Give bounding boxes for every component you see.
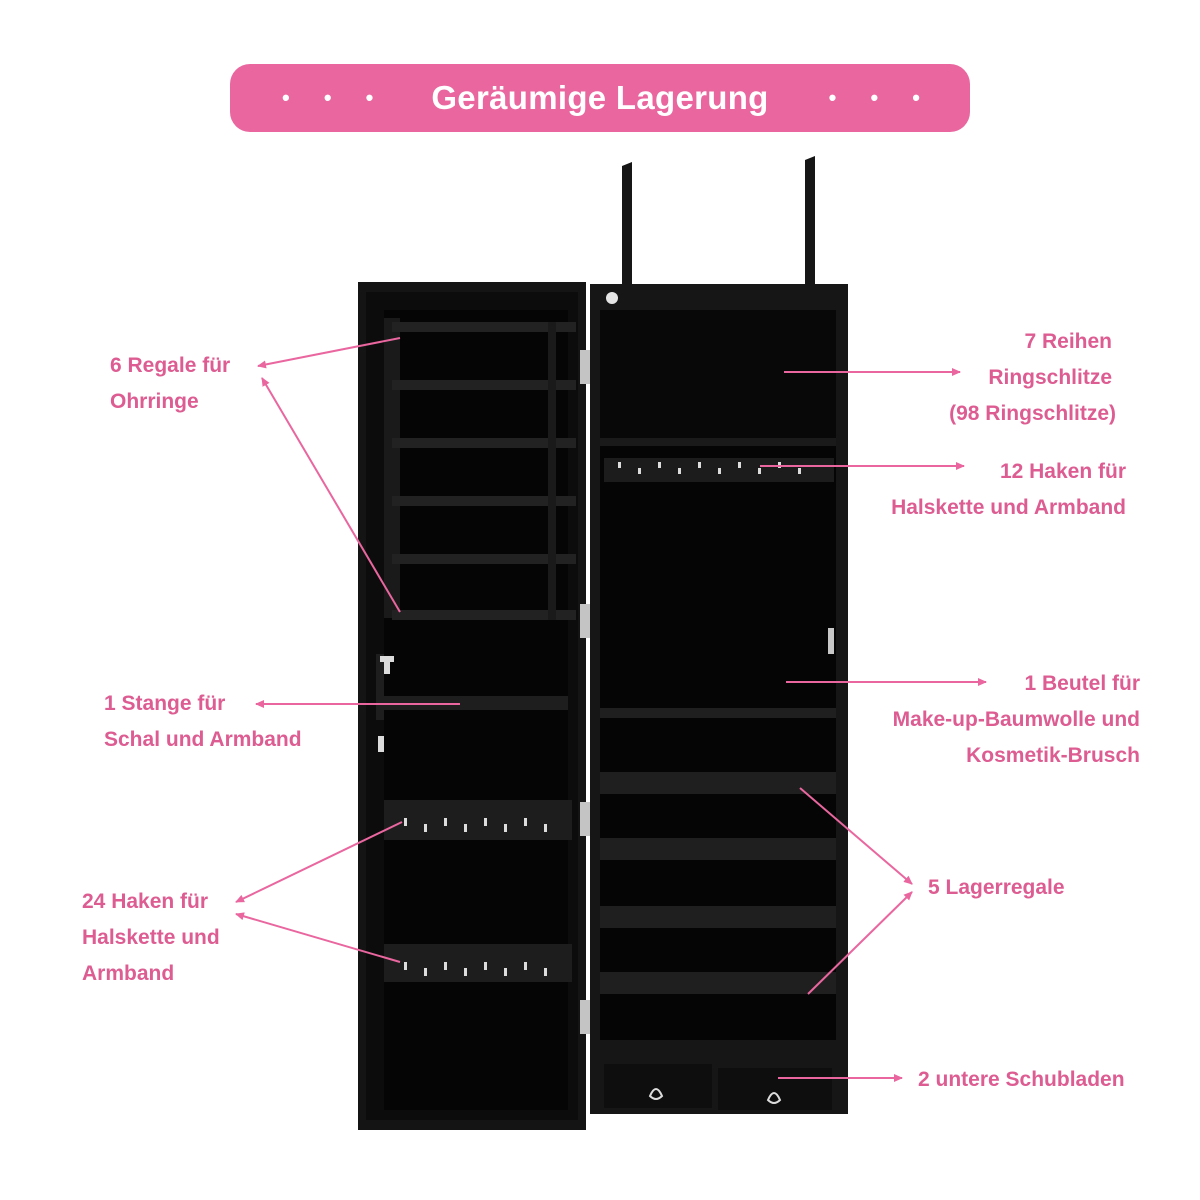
label-line: 1 Stange für (104, 692, 226, 715)
lock-icon (376, 654, 384, 720)
label-line: Halskette und (82, 926, 220, 949)
label-pouch: 1 Beutel für Make-up-Baumwolle und Kosme… (846, 666, 1140, 774)
label-line: 6 Regale für (110, 354, 231, 377)
label-line: Make-up-Baumwolle und (892, 708, 1140, 731)
drawers (600, 1040, 836, 1110)
label-line: Schal und Armband (104, 728, 302, 751)
label-line: Ringschlitze (988, 366, 1112, 389)
banner-dots-left: • • • (282, 85, 388, 110)
hook-bar-upper (384, 800, 572, 840)
label-line: 7 Reihen (1024, 330, 1112, 353)
door-hooks (622, 156, 815, 292)
earring-shelves (392, 322, 576, 620)
drawer-pull-icon (766, 1092, 782, 1104)
title-banner: • • • Geräumige Lagerung • • • (230, 64, 970, 132)
drawer-pull-icon (648, 1088, 664, 1100)
label-line: Armband (82, 962, 175, 985)
storage-shelves (600, 708, 836, 994)
label-line: (98 Ringschlitze) (949, 402, 1116, 425)
cabinet-door (358, 282, 586, 1130)
label-line: Kosmetik-Brusch (966, 744, 1140, 767)
label-storage-shelves: 5 Lagerregale (928, 870, 1065, 906)
scarf-bar (384, 696, 568, 710)
label-24-hooks: 24 Haken für Halskette und Armband (82, 884, 220, 992)
label-earring-shelves: 6 Regale für Ohrringe (110, 348, 230, 420)
label-line: 12 Haken für (999, 460, 1126, 483)
label-scarf-bar: 1 Stange für Schal und Armband (104, 686, 302, 758)
cabinet-body (590, 284, 848, 1114)
label-drawers: 2 untere Schubladen (918, 1062, 1125, 1098)
label-ring-slots: 7 Reihen Ringschlitze (98 Ringschlitze) (920, 324, 1116, 432)
label-line: 2 untere Schubladen (918, 1068, 1125, 1091)
label-12-hooks: 12 Haken für Halskette und Armband (846, 454, 1126, 526)
label-line: 5 Lagerregale (928, 876, 1065, 899)
banner-dots-right: • • • (828, 85, 934, 110)
label-line: 1 Beutel für (1024, 672, 1140, 695)
hook-bar-lower (384, 944, 572, 982)
callout-arrows (235, 337, 987, 1082)
label-line: Halskette und Armband (891, 496, 1126, 519)
label-line: Ohrringe (110, 390, 199, 413)
label-line: 24 Haken für (82, 890, 209, 913)
page-title: Geräumige Lagerung (431, 79, 769, 116)
